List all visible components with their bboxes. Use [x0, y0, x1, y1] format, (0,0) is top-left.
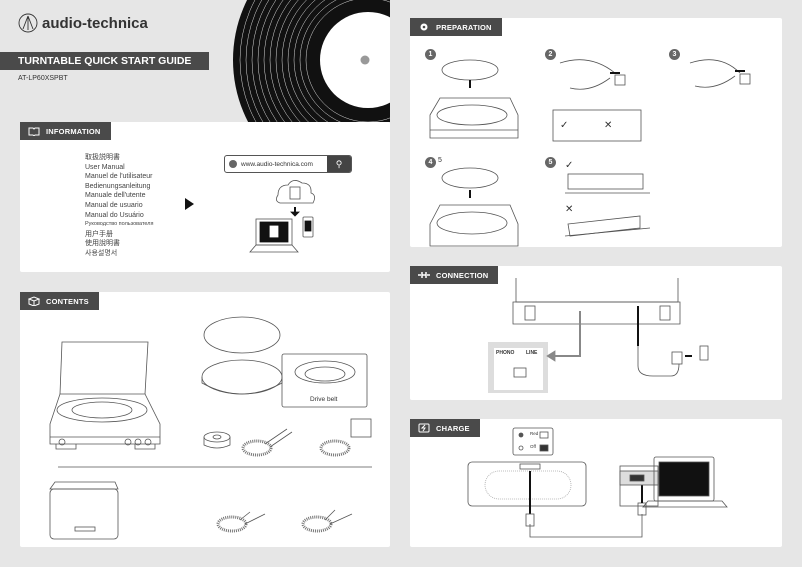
- contents-tab: CONTENTS: [20, 292, 99, 310]
- svg-text:✓: ✓: [560, 120, 568, 131]
- drive-belt-label: Drive belt: [310, 396, 338, 403]
- search-icon: ⚲: [327, 156, 351, 172]
- connection-panel: CONNECTION PHONO LINE: [410, 266, 782, 400]
- preparation-illustration: ✓ ✕ ✓ ✕: [429, 59, 751, 247]
- language-item: Manuale dell'utente: [85, 192, 146, 200]
- slip-mat: [203, 316, 281, 354]
- step-5-label: 5: [438, 157, 442, 164]
- information-tab: INFORMATION: [20, 122, 111, 140]
- audio-technica-logo-icon: [18, 13, 38, 33]
- language-item: Manual de usuario: [85, 201, 143, 209]
- preparation-panel: PREPARATION 1 2 3 4 5 5 ✓ ✕ ✓ ✕: [410, 18, 782, 247]
- led-red-label: Red: [530, 431, 539, 436]
- preparation-tab: PREPARATION: [410, 18, 502, 36]
- vinyl-record-graphic: [233, 0, 390, 122]
- model-number: AT-LP60XSPBT: [18, 75, 68, 82]
- download-illustration: [249, 180, 315, 253]
- rca-cable: [241, 428, 293, 457]
- contents-panel: CONTENTS Drive belt: [20, 292, 390, 547]
- line-label: LINE: [526, 350, 538, 356]
- ac-adapter: [319, 418, 372, 457]
- usb-cable: [301, 509, 353, 533]
- turntable-drawing: [49, 341, 161, 450]
- phono-label: PHONO: [496, 350, 515, 356]
- url-text: www.audio-technica.com: [241, 160, 313, 168]
- drive-belt-callout: [281, 353, 368, 408]
- audio-cable: [216, 511, 266, 533]
- globe-icon: [229, 160, 237, 168]
- information-heading: INFORMATION: [46, 126, 101, 136]
- charge-tab: CHARGE: [410, 419, 480, 437]
- language-item: Manual do Usuário: [85, 211, 144, 219]
- step-2-badge: 2: [545, 49, 556, 60]
- book-icon: [28, 127, 40, 136]
- language-item: 用户手册: [85, 230, 113, 238]
- url-search-bar: www.audio-technica.com ⚲: [224, 155, 352, 173]
- box-icon: [28, 296, 40, 306]
- step-5-badge: 5: [545, 157, 556, 168]
- language-item: User Manual: [85, 163, 125, 171]
- connection-tab: CONNECTION: [410, 266, 499, 284]
- bluetooth-speaker: [49, 481, 119, 540]
- language-list: 取扱説明書 User Manual Manuel de l'utilisateu…: [85, 153, 154, 259]
- charge-panel: CHARGE Red Off: [410, 419, 782, 547]
- connection-heading: CONNECTION: [436, 270, 489, 280]
- brand-logo: audio-technica: [18, 13, 148, 33]
- arrow-right-icon: [185, 198, 194, 210]
- language-item: 取扱説明書: [85, 154, 120, 161]
- language-item: Bedienungsanleitung: [85, 182, 151, 190]
- preparation-heading: PREPARATION: [436, 22, 492, 32]
- language-item: Manuel de l'utilisateur: [85, 173, 153, 181]
- platter: [201, 359, 283, 395]
- charge-illustration: [467, 427, 728, 538]
- contents-illustration: [49, 316, 372, 540]
- led-off-label: Off: [530, 444, 536, 449]
- battery-charge-icon: [418, 423, 430, 433]
- step-3-badge: 3: [669, 49, 680, 60]
- svg-text:✕: ✕: [604, 120, 612, 131]
- plug-icon: [418, 272, 430, 278]
- svg-text:✕: ✕: [565, 204, 573, 215]
- brand-name: audio-technica: [42, 14, 148, 32]
- language-item: Руководство пользователя: [85, 221, 154, 228]
- language-item: 사용설명서: [85, 249, 118, 257]
- adapter-45: [203, 431, 231, 449]
- charge-heading: CHARGE: [436, 423, 470, 433]
- gear-icon: [420, 23, 428, 31]
- connection-illustration: [488, 278, 709, 393]
- svg-text:✓: ✓: [565, 160, 573, 171]
- contents-heading: CONTENTS: [46, 296, 89, 306]
- language-item: 使用說明書: [85, 240, 120, 248]
- step-4-badge: 4: [425, 157, 436, 168]
- guide-title: TURNTABLE QUICK START GUIDE: [0, 52, 209, 70]
- information-panel: INFORMATION 取扱説明書 User Manual Manuel de …: [20, 122, 390, 272]
- step-1-badge: 1: [425, 49, 436, 60]
